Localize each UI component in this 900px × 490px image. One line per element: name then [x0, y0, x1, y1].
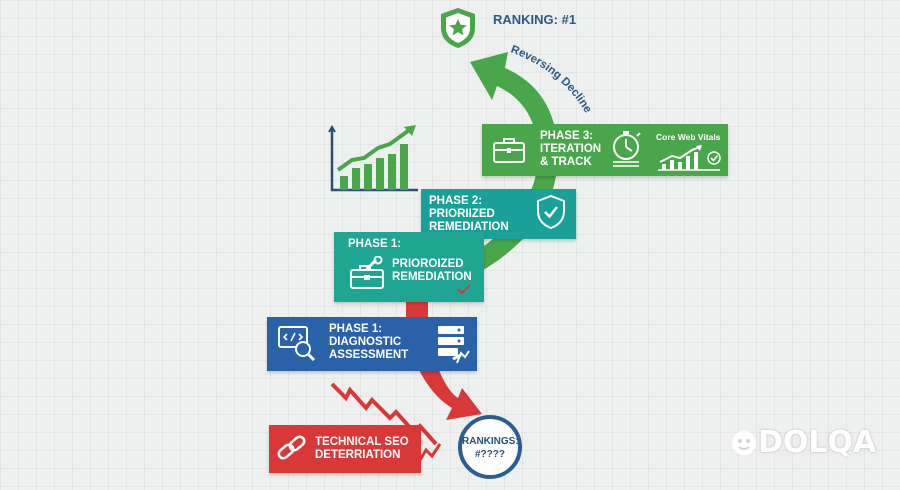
phase1-remediation-panel: PHASE 1: PRIOROIZED REMEDIATION [334, 232, 484, 302]
phase1-diagnostic-title: PHASE 1: [329, 323, 383, 335]
phase2-panel: PHASE 2: PRIORIIZED REMEDIATION [421, 189, 576, 239]
red-down-arrow [418, 368, 482, 420]
phase1-remediation-line3: REMEDIATION [392, 271, 472, 283]
phase1-diagnostic-line2: DIAGNOSTIC [329, 336, 402, 348]
code-search-icon [277, 325, 317, 363]
rankings-unknown-badge: RANKINGS: #???? [458, 415, 522, 479]
red-check-mark-icon [456, 282, 472, 295]
phase1-remediation-title: PHASE 1: [348, 238, 402, 250]
growth-bar-chart-icon [326, 124, 422, 194]
rankings-unknown-line1: RANKINGS: [462, 436, 519, 447]
phase3-line3: & TRACK [540, 156, 592, 168]
deterioration-line1: TECHNICAL SEO [315, 436, 409, 448]
phase2-line2: PRIORIIZED [429, 208, 495, 220]
phase2-title: PHASE 2: [429, 195, 483, 207]
rising-chart-icon [654, 144, 726, 172]
phase3-title: PHASE 3: [540, 130, 594, 142]
briefcase-icon [492, 136, 526, 164]
brand-logo: DOLQA [758, 425, 877, 460]
rankings-unknown-line2: #???? [475, 449, 505, 460]
core-web-vitals-label: Core Web Vitals [656, 132, 721, 142]
shield-star-icon [438, 6, 478, 50]
broken-link-icon [275, 433, 309, 465]
shield-check-icon [535, 194, 567, 230]
phase1-diagnostic-line3: ASSESSMENT [329, 349, 409, 361]
stopwatch-icon [610, 128, 644, 170]
server-stack-icon [435, 323, 471, 365]
toolbox-wrench-icon [348, 255, 388, 292]
logo-mark-icon [729, 428, 759, 458]
phase3-panel: PHASE 3: ITERATION & TRACK Core Web Vita… [482, 124, 728, 176]
phase2-line3: REMEDIATION [429, 221, 509, 233]
deterioration-line2: DETERRIATION [315, 449, 401, 461]
phase1-remediation-line2: PRIOROIZED [392, 258, 464, 270]
deterioration-panel: TECHNICAL SEO DETERRIATION [269, 425, 421, 473]
phase1-diagnostic-panel: PHASE 1: DIAGNOSTIC ASSESSMENT [267, 317, 477, 371]
phase3-line2: ITERATION [540, 143, 602, 155]
ranking-top-label: RANKING: #1 [493, 12, 577, 27]
